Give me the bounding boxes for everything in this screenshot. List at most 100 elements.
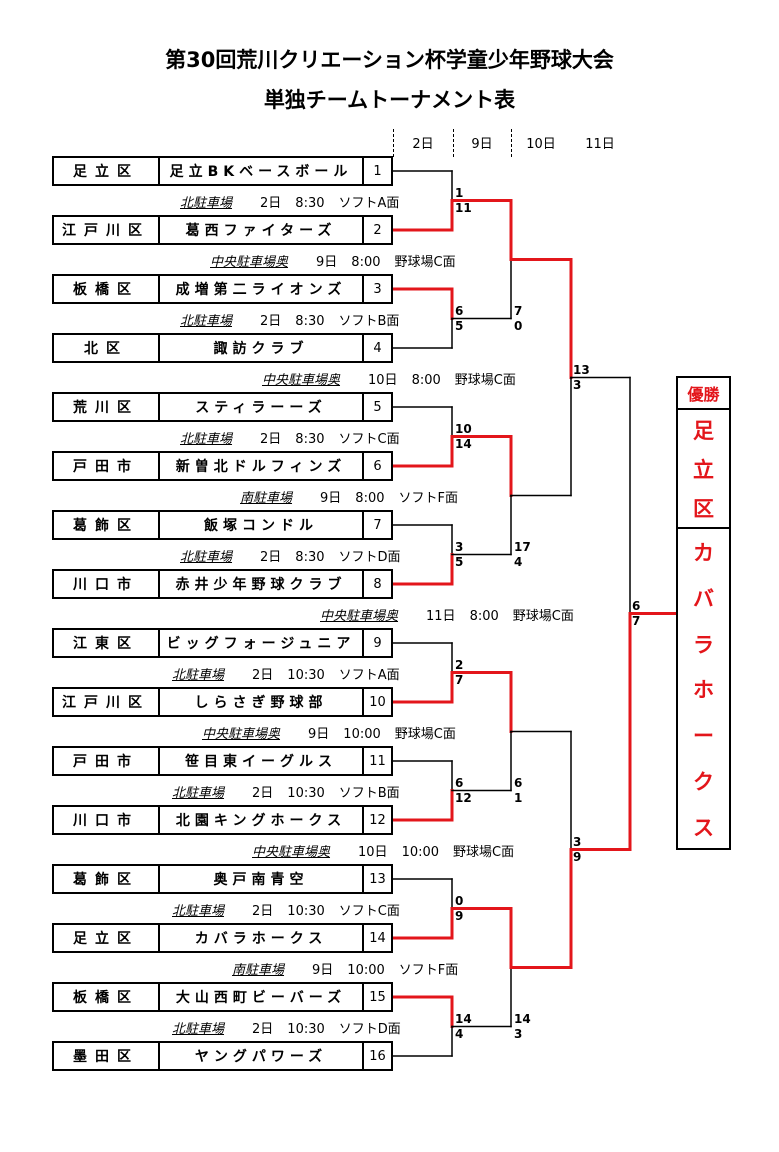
match-score: 6 [455, 303, 464, 318]
team-region: 北区 [54, 335, 160, 361]
match-time: 8:00 [469, 609, 499, 624]
venue-name: 南駐車場 [240, 491, 293, 506]
match-score: 17 [514, 539, 531, 554]
team-name: 諏訪クラブ [160, 335, 364, 361]
venue-name: 中央駐車場奥 [262, 373, 341, 388]
venue-name: 北駐車場 [180, 314, 233, 329]
team-name: 足立BKベースボール [160, 158, 364, 184]
team-region: 葛飾区 [54, 866, 160, 892]
match-day: 2日 [260, 314, 282, 329]
match-day: 2日 [252, 1022, 274, 1037]
team-row: 北区諏訪クラブ 4 [52, 333, 393, 363]
round-header: 11日 [585, 137, 615, 152]
team-region: 足立区 [54, 158, 160, 184]
match-day: 9日 [308, 727, 330, 742]
team-name: 飯塚コンドル [160, 512, 364, 538]
champion-team-char: バ [693, 586, 714, 611]
champion-team-char: ス [693, 815, 714, 840]
team-region: 江戸川区 [54, 689, 160, 715]
match-score: 0 [455, 893, 464, 908]
match-day: 2日 [260, 432, 282, 447]
match-time: 8:30 [295, 550, 325, 565]
match-score: 7 [455, 672, 464, 687]
team-name: 大山西町ビーバーズ [160, 984, 364, 1010]
venue-name: 南駐車場 [232, 963, 285, 978]
match-venue-info: 中央駐車場奥 9日 8:00 野球場C面 [210, 251, 456, 270]
match-day: 9日 [316, 255, 338, 270]
match-time: 10:30 [287, 668, 325, 683]
champion-team-char: ラ [693, 632, 714, 657]
team-row: 江戸川区葛西ファイターズ 2 [52, 215, 393, 245]
match-field: ソフトD面 [338, 1022, 401, 1037]
team-region: 戸田市 [54, 748, 160, 774]
team-name: スティラーーズ [160, 394, 364, 420]
match-score: 3 [573, 834, 582, 849]
champion-team-char: ホ [693, 678, 714, 703]
match-score: 5 [455, 318, 464, 333]
match-day: 2日 [260, 196, 282, 211]
match-time: 8:30 [295, 432, 325, 447]
match-day: 2日 [252, 786, 274, 801]
team-region: 川口市 [54, 807, 160, 833]
team-name: 奥戸南青空 [160, 866, 364, 892]
match-day: 10日 [368, 373, 398, 388]
team-name: ビッグフォージュニア [160, 630, 364, 656]
match-time: 10:30 [287, 1022, 325, 1037]
match-day: 9日 [312, 963, 334, 978]
venue-name: 北駐車場 [180, 196, 233, 211]
match-score: 13 [573, 362, 590, 377]
team-seed: 6 [373, 458, 382, 474]
match-score: 14 [455, 1011, 472, 1026]
team-region: 板橋区 [54, 984, 160, 1010]
team-name: カバラホークス [160, 925, 364, 951]
team-region: 江戸川区 [54, 217, 160, 243]
match-day: 11日 [426, 609, 456, 624]
team-name: 笹目東イーグルス [160, 748, 364, 774]
match-field: 野球場C面 [512, 609, 574, 624]
champion-region-char: 区 [693, 496, 714, 521]
match-score: 14 [514, 1011, 531, 1026]
match-day: 2日 [260, 550, 282, 565]
team-name: 新曽北ドルフィンズ [160, 453, 364, 479]
venue-name: 北駐車場 [172, 668, 225, 683]
team-region: 川口市 [54, 571, 160, 597]
match-time: 8:30 [295, 196, 325, 211]
team-region: 板橋区 [54, 276, 160, 302]
match-field: 野球場C面 [394, 727, 456, 742]
team-seed: 2 [373, 222, 382, 238]
team-region: 江東区 [54, 630, 160, 656]
champion-team-char: ク [693, 770, 714, 795]
team-name: 北園キングホークス [160, 807, 364, 833]
match-day: 9日 [320, 491, 342, 506]
match-score: 9 [455, 908, 464, 923]
round-header: 9日 [471, 137, 493, 152]
team-region: 葛飾区 [54, 512, 160, 538]
match-score: 1 [514, 790, 523, 805]
match-score: 6 [632, 598, 641, 613]
match-day: 10日 [358, 845, 388, 860]
match-time: 8:00 [351, 255, 381, 270]
match-time: 10:00 [401, 845, 440, 860]
match-score: 3 [573, 377, 582, 392]
team-seed: 15 [369, 989, 386, 1005]
team-name: 葛西ファイターズ [160, 217, 364, 243]
team-seed: 4 [373, 340, 382, 356]
match-field: 野球場C面 [394, 255, 456, 270]
venue-name: 中央駐車場奥 [320, 609, 399, 624]
venue-name: 中央駐車場奥 [210, 255, 289, 270]
champion-box: 優勝 足 立 区 カ バ ラ ホ ー ク ス [676, 376, 731, 850]
